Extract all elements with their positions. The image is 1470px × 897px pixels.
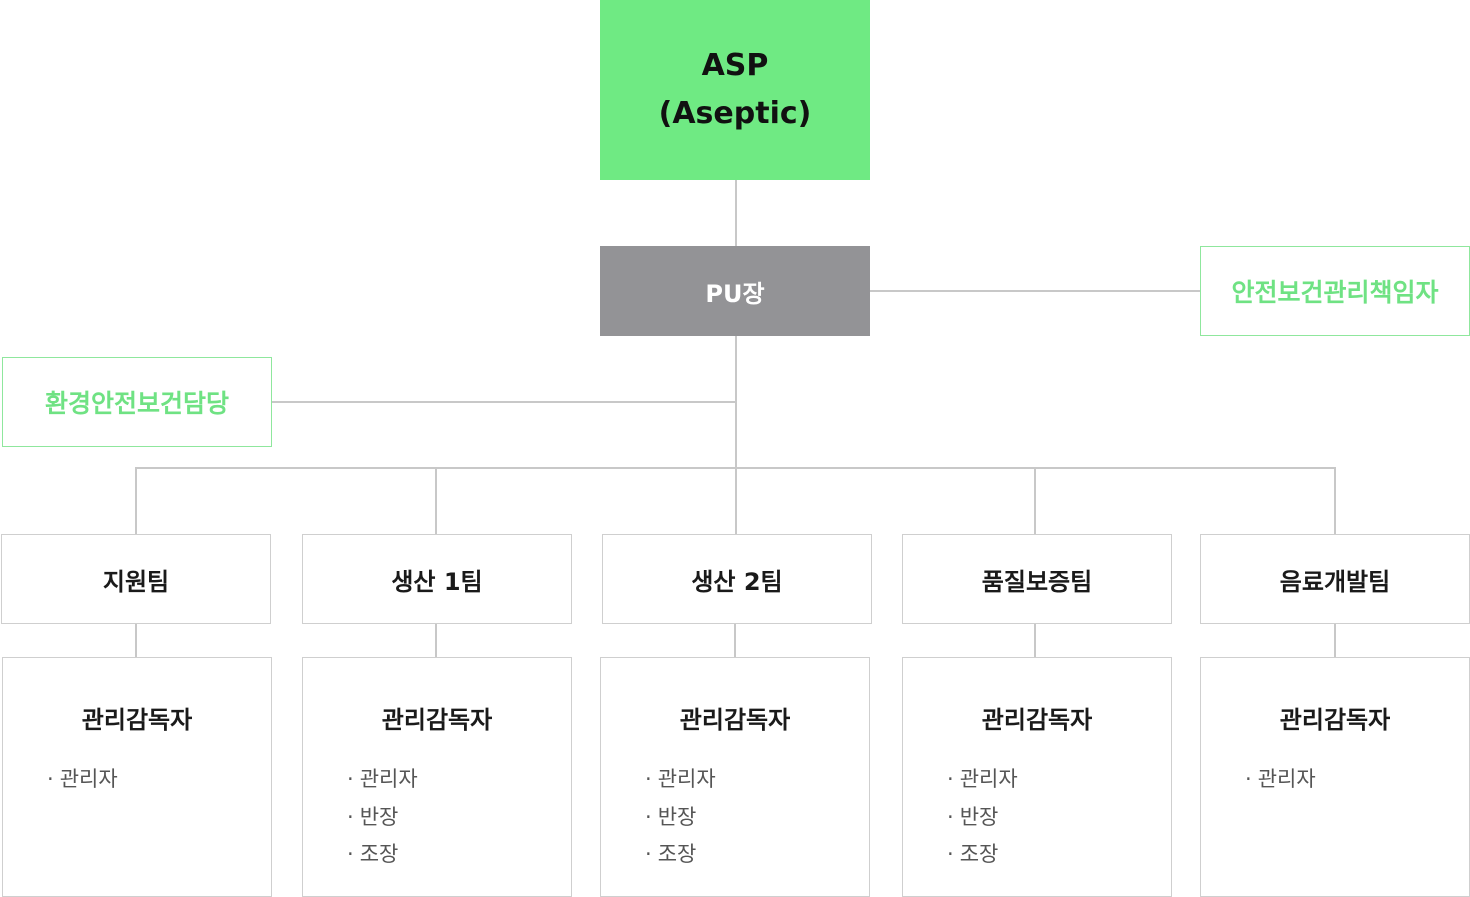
supervisor-title: 관리감독자: [81, 706, 193, 734]
supervisor-node: 관리감독자 ·관리자: [2, 657, 272, 897]
connector-role-2: [435, 624, 437, 657]
team-node: 지원팀: [1, 534, 271, 624]
top-node-asp: ASP (Aseptic): [600, 0, 870, 180]
role-item-label: 조장: [657, 842, 697, 866]
connector-team-1: [135, 467, 137, 534]
role-list: ·관리자 ·반장 ·조장: [947, 761, 1018, 874]
connector-team-bus: [135, 467, 1336, 469]
env-manager-label: 환경안전보건담당: [44, 389, 229, 418]
supervisor-title: 관리감독자: [679, 706, 791, 734]
role-list: ·관리자: [1245, 761, 1316, 799]
connector-role-3: [734, 624, 736, 657]
safety-officer-node: 안전보건관리책임자: [1200, 246, 1470, 336]
connector-team-5: [1334, 467, 1336, 534]
connector-pu-to-safety: [870, 290, 1200, 292]
top-node-line1: ASP: [701, 48, 769, 83]
head-node-label: PU장: [705, 279, 765, 308]
team-name: 생산 1팀: [391, 567, 483, 596]
role-item: ·관리자: [645, 767, 716, 791]
supervisor-title: 관리감독자: [981, 706, 1093, 734]
role-item-label: 관리자: [359, 767, 418, 791]
team-name: 품질보증팀: [981, 567, 1093, 596]
role-item: ·반장: [645, 804, 697, 829]
team-node: 품질보증팀: [902, 534, 1172, 624]
role-item: ·관리자: [947, 767, 1018, 791]
connector-env-manager: [270, 401, 736, 403]
role-item: ·관리자: [1245, 767, 1316, 791]
supervisor-node: 관리감독자 ·관리자 ·반장 ·조장: [600, 657, 870, 897]
role-item-label: 관리자: [657, 767, 716, 791]
team-name: 지원팀: [102, 567, 170, 596]
role-item-label: 관리자: [959, 767, 1018, 791]
env-manager-node: 환경안전보건담당: [2, 357, 272, 447]
safety-officer-label: 안전보건관리책임자: [1231, 278, 1439, 307]
supervisor-node: 관리감독자 ·관리자 ·반장 ·조장: [302, 657, 572, 897]
supervisor-node: 관리감독자 ·관리자: [1200, 657, 1470, 897]
connector-top-to-pu: [735, 180, 737, 246]
supervisor-title: 관리감독자: [381, 706, 493, 734]
role-item: ·조장: [645, 842, 697, 866]
top-node-line2: (Aseptic): [658, 96, 812, 131]
team-node: 생산 2팀: [602, 534, 872, 624]
team-name: 생산 2팀: [691, 567, 783, 596]
connector-role-4: [1034, 624, 1036, 657]
role-item-label: 반장: [657, 804, 697, 829]
role-item: ·조장: [947, 842, 999, 866]
head-node-pu: PU장: [600, 246, 870, 336]
role-item-label: 반장: [359, 804, 399, 829]
role-item: ·관리자: [47, 767, 118, 791]
team-node: 생산 1팀: [302, 534, 572, 624]
connector-role-5: [1334, 624, 1336, 657]
team-name: 음료개발팀: [1279, 567, 1391, 596]
connector-role-1: [135, 624, 137, 657]
role-item-label: 조장: [959, 842, 999, 866]
role-list: ·관리자: [47, 761, 118, 799]
role-list: ·관리자 ·반장 ·조장: [645, 761, 716, 874]
team-node: 음료개발팀: [1200, 534, 1470, 624]
role-item-label: 관리자: [59, 767, 118, 791]
supervisor-node: 관리감독자 ·관리자 ·반장 ·조장: [902, 657, 1172, 897]
supervisor-title: 관리감독자: [1279, 706, 1391, 734]
role-list: ·관리자 ·반장 ·조장: [347, 761, 418, 874]
role-item-label: 반장: [959, 804, 999, 829]
connector-pu-down: [735, 336, 737, 534]
role-item-label: 조장: [359, 842, 399, 866]
role-item: ·관리자: [347, 767, 418, 791]
connector-team-2: [435, 467, 437, 534]
role-item-label: 관리자: [1257, 767, 1316, 791]
connector-team-4: [1034, 467, 1036, 534]
role-item: ·반장: [947, 804, 999, 829]
role-item: ·반장: [347, 804, 399, 829]
role-item: ·조장: [347, 842, 399, 866]
